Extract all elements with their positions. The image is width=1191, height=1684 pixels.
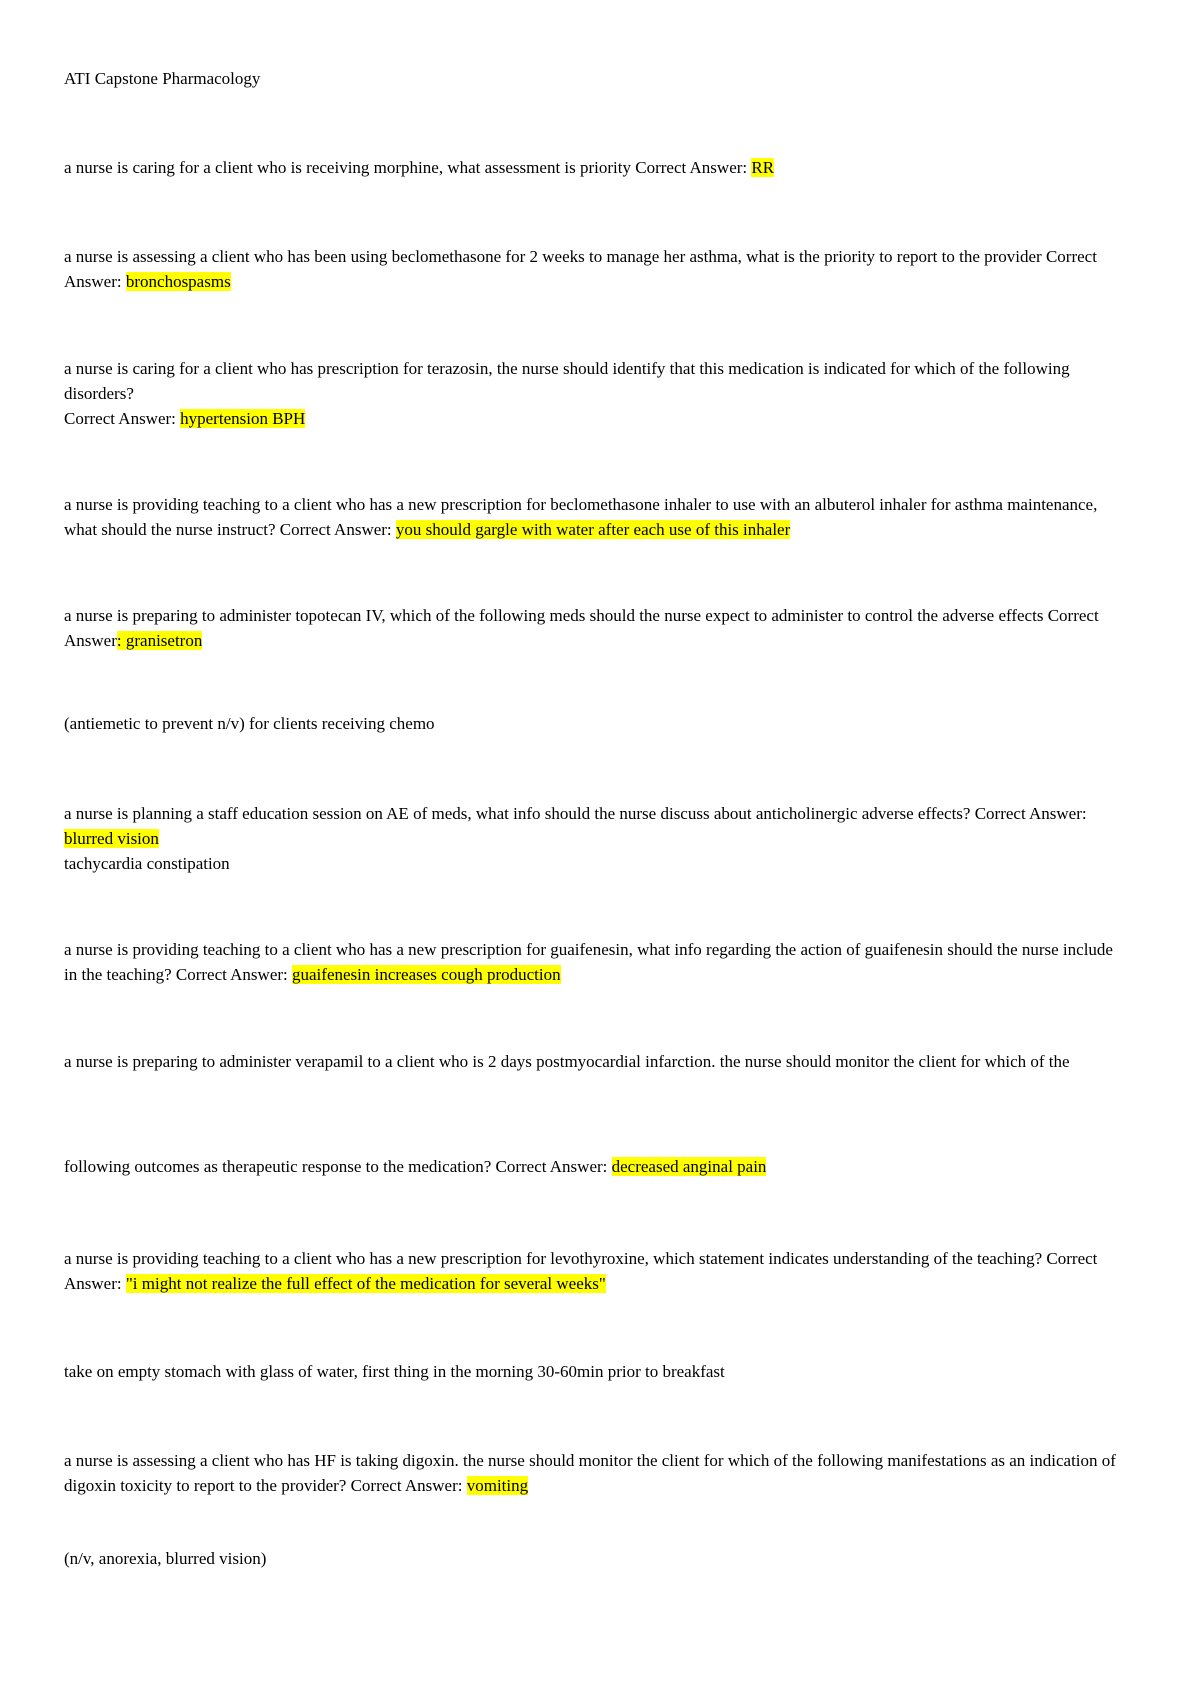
question-text: a nurse is preparing to administer verap…	[64, 1052, 1070, 1071]
highlighted-answer: : granisetron	[116, 631, 203, 650]
highlighted-answer: decreased anginal pain	[611, 1157, 767, 1176]
qa-paragraph: (n/v, anorexia, blurred vision)	[64, 1546, 1129, 1571]
highlighted-answer: RR	[751, 158, 775, 177]
qa-paragraph: a nurse is caring for a client who has p…	[64, 356, 1129, 431]
highlighted-answer: bronchospasms	[125, 272, 231, 291]
question-text: (antiemetic to prevent n/v) for clients …	[64, 714, 435, 733]
question-text: (n/v, anorexia, blurred vision)	[64, 1549, 267, 1568]
document-title: ATI Capstone Pharmacology	[64, 69, 261, 88]
highlighted-answer: blurred vision	[64, 829, 159, 848]
question-text: a nurse is providing teaching to a clien…	[64, 940, 1113, 984]
qa-paragraph: a nurse is assessing a client who has be…	[64, 244, 1129, 294]
question-text: following outcomes as therapeutic respon…	[64, 1157, 612, 1176]
question-text: a nurse is providing teaching to a clien…	[64, 1249, 1098, 1293]
question-text: a nurse is caring for a client who is re…	[64, 158, 752, 177]
qa-paragraph: a nurse is providing teaching to a clien…	[64, 492, 1129, 542]
qa-paragraph: a nurse is caring for a client who is re…	[64, 155, 1129, 180]
highlighted-answer: vomiting	[466, 1476, 529, 1495]
question-text: a nurse is caring for a client who has p…	[64, 359, 1070, 403]
highlighted-answer: guaifenesin increases cough production	[292, 965, 561, 984]
question-text: take on empty stomach with glass of wate…	[64, 1362, 725, 1381]
question-text: a nurse is planning a staff education se…	[64, 804, 1087, 823]
qa-paragraph: take on empty stomach with glass of wate…	[64, 1359, 1129, 1384]
qa-paragraph: a nurse is preparing to administer topot…	[64, 603, 1129, 653]
question-text: a nurse is providing teaching to a clien…	[64, 495, 1098, 539]
highlighted-answer: hypertension BPH	[180, 409, 306, 428]
question-text: a nurse is assessing a client who has HF…	[64, 1451, 1116, 1495]
qa-paragraph: a nurse is assessing a client who has HF…	[64, 1448, 1129, 1498]
question-text: Correct Answer:	[64, 409, 181, 428]
highlighted-answer: you should gargle with water after each …	[395, 520, 791, 539]
qa-paragraph: a nurse is providing teaching to a clien…	[64, 1246, 1129, 1296]
qa-paragraph: a nurse is preparing to administer verap…	[64, 1049, 1129, 1074]
qa-paragraph: (antiemetic to prevent n/v) for clients …	[64, 711, 1129, 736]
highlighted-answer: "i might not realize the full effect of …	[125, 1274, 606, 1293]
question-text: a nurse is preparing to administer topot…	[64, 606, 1099, 650]
question-text: a nurse is assessing a client who has be…	[64, 247, 1097, 291]
qa-paragraph: a nurse is providing teaching to a clien…	[64, 937, 1129, 987]
question-text: tachycardia constipation	[64, 854, 230, 873]
qa-paragraph: following outcomes as therapeutic respon…	[64, 1154, 1129, 1179]
qa-paragraph: a nurse is planning a staff education se…	[64, 801, 1129, 876]
